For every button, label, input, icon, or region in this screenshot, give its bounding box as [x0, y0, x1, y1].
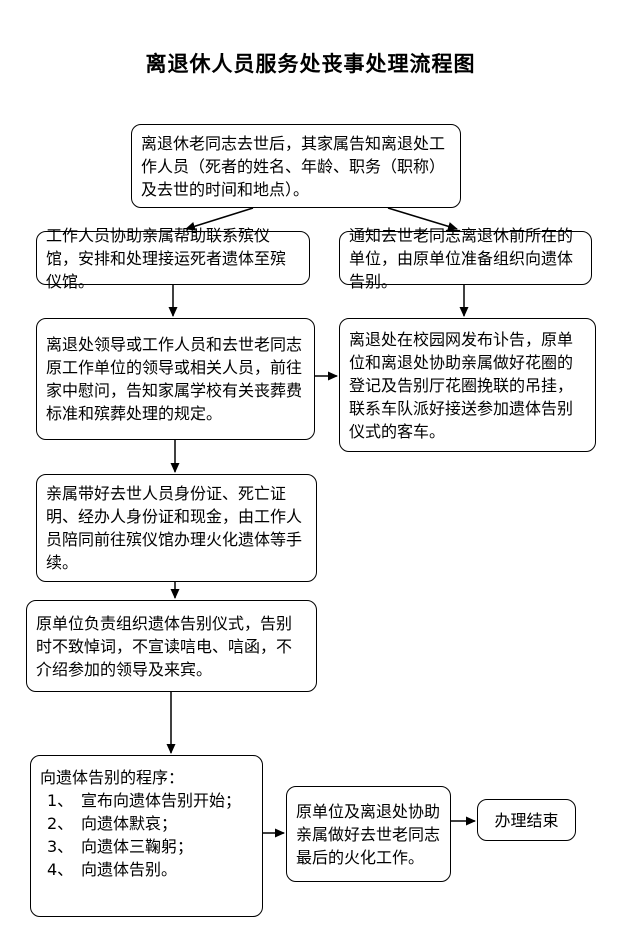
page-title: 离退休人员服务处丧事处理流程图 — [145, 51, 476, 76]
farewell-program-item-text: 向遗体告别。 — [81, 860, 178, 879]
flow-node-end: 办理结束 — [477, 799, 576, 841]
flow-node-final-cremation: 原单位及离退处协助亲属做好去世老同志最后的火化工作。 — [286, 786, 451, 882]
flow-node-death-notice-text: 离退休老同志去世后，其家属告知离退处工作人员（死者的姓名、年龄、职务（职称）及去… — [141, 133, 446, 199]
flow-node-condolence-visit-text: 离退处领导或工作人员和去世老同志原工作单位的领导或相关人员，前往家中慰问，告知家… — [46, 335, 303, 423]
flow-node-death-notice: 离退休老同志去世后，其家属告知离退处工作人员（死者的姓名、年龄、职务（职称）及去… — [131, 124, 461, 208]
farewell-program-item-text: 向遗体默哀； — [81, 814, 178, 833]
flow-node-notify-unit: 通知去世老同志离退休前所在的单位，由原单位准备组织向遗体告别。 — [339, 226, 592, 291]
flow-node-condolence-visit: 离退处领导或工作人员和去世老同志原工作单位的领导或相关人员，前往家中慰问，告知家… — [36, 318, 315, 440]
farewell-program-item-number: 1、 — [47, 791, 74, 810]
flow-node-final-cremation-text: 原单位及离退处协助亲属做好去世老同志最后的火化工作。 — [296, 801, 441, 867]
flow-node-obituary-arrange: 离退处在校园网发布讣告，原单位和离退处协助亲属做好花圈的登记及告别厅花圈挽联的吊… — [339, 318, 596, 452]
flow-node-staff-assist-text: 工作人员协助亲属帮助联系殡仪馆，安排和处理接运死者遗体至殡仪馆。 — [46, 225, 287, 291]
farewell-program-item: 3、 向遗体三鞠躬； — [40, 835, 253, 858]
flow-node-documents-cremation-text: 亲属带好去世人员身份证、死亡证明、经办人身份证和现金，由工作人员陪同前往殡仪馆办… — [46, 484, 303, 572]
flow-node-farewell-program: 向遗体告别的程序： 1、 宣布向遗体告别开始； 2、 向遗体默哀； 3、 向遗体… — [30, 755, 263, 917]
flow-node-obituary-arrange-text: 离退处在校园网发布讣告，原单位和离退处协助亲属做好花圈的登记及告别厅花圈挽联的吊… — [349, 329, 574, 441]
flow-node-farewell-ceremony-text: 原单位负责组织遗体告别仪式，告别时不致悼词，不宣读唁电、唁函，不介绍参加的领导及… — [36, 613, 293, 679]
farewell-program-item-number: 2、 — [47, 814, 74, 833]
flow-node-end-text: 办理结束 — [494, 810, 559, 830]
farewell-program-item-text: 宣布向遗体告别开始； — [81, 791, 242, 810]
farewell-program-item: 1、 宣布向遗体告别开始； — [40, 789, 253, 812]
flow-node-documents-cremation: 亲属带好去世人员身份证、死亡证明、经办人身份证和现金，由工作人员陪同前往殡仪馆办… — [36, 474, 317, 582]
flow-node-staff-assist: 工作人员协助亲属帮助联系殡仪馆，安排和处理接运死者遗体至殡仪馆。 — [36, 226, 310, 291]
farewell-program-item-number: 4、 — [47, 860, 74, 879]
flow-node-farewell-ceremony: 原单位负责组织遗体告别仪式，告别时不致悼词，不宣读唁电、唁函，不介绍参加的领导及… — [26, 600, 317, 692]
farewell-program-item: 4、 向遗体告别。 — [40, 858, 253, 881]
flow-node-notify-unit-text: 通知去世老同志离退休前所在的单位，由原单位准备组织向遗体告别。 — [349, 225, 574, 291]
farewell-program-item-text: 向遗体三鞠躬； — [81, 837, 194, 856]
farewell-program-heading: 向遗体告别的程序： — [40, 768, 185, 787]
farewell-program-item: 2、 向遗体默哀； — [40, 812, 253, 835]
farewell-program-item-number: 3、 — [47, 837, 74, 856]
